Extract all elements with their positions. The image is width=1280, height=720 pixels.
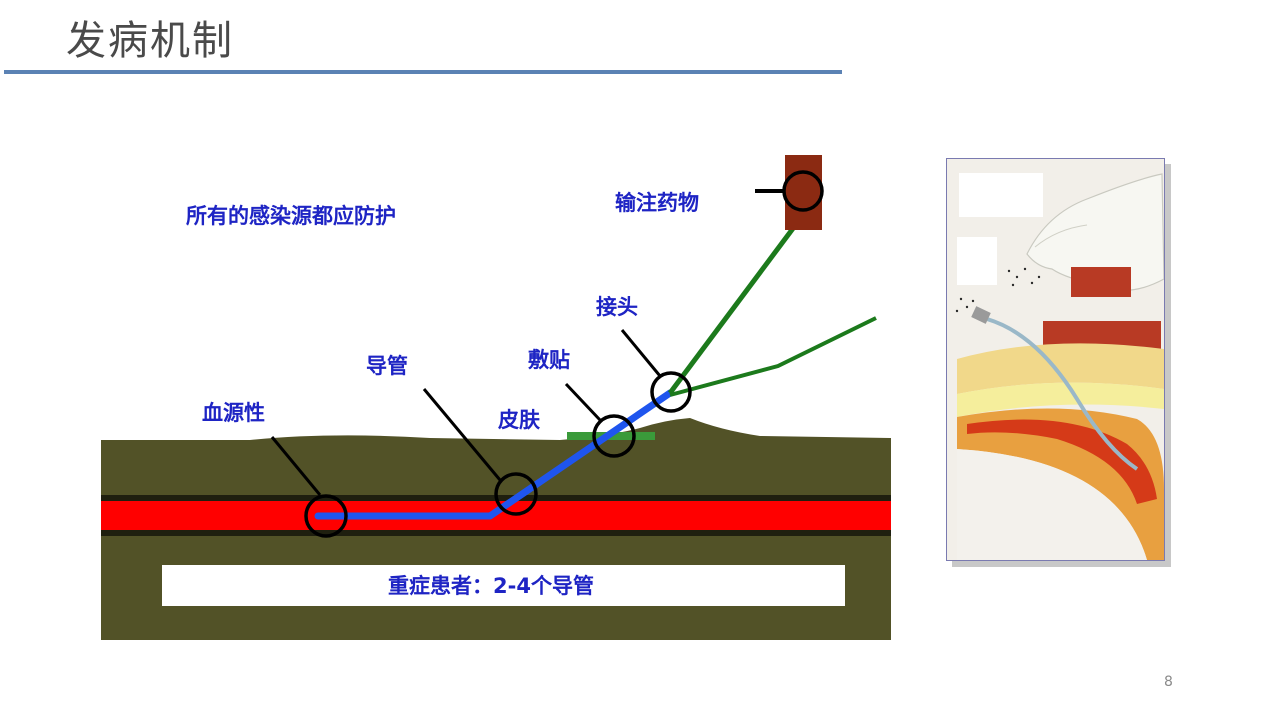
catheter-illustration-art [947, 159, 1164, 560]
connector-label: 接头 [596, 295, 638, 319]
connector-circle [650, 371, 692, 413]
catheter-label: 导管 [366, 354, 408, 378]
bloodstream-circle [304, 494, 348, 538]
patients-label: 重症患者：2-4个导管 [388, 574, 594, 598]
slide-title: 发病机制 [66, 18, 234, 64]
title-rule [4, 70, 842, 74]
secondary-tubing [669, 316, 877, 397]
dressing-circle [592, 414, 636, 458]
dressing-label: 敷贴 [528, 348, 570, 372]
drug-bag [785, 155, 822, 230]
bloodstream-label: 血源性 [202, 401, 265, 425]
protect-label-bg [168, 160, 538, 325]
infusion-tubing [667, 213, 806, 395]
protect-all-label: 所有的感染源都应防护 [186, 204, 396, 228]
catheter-line [314, 389, 674, 520]
catheter-circle [494, 472, 538, 516]
catheter-illustration [946, 158, 1165, 561]
connector-pointer [620, 329, 662, 377]
bloodstream-pointer [270, 436, 322, 496]
catheter-pointer [422, 388, 502, 481]
page-number: 8 [1164, 674, 1173, 690]
infusion-label: 输注药物 [615, 191, 699, 215]
dressing-pointer [564, 382, 602, 422]
drug-bag-circle [782, 170, 824, 212]
skin-label: 皮肤 [498, 408, 541, 432]
vessel-wall-bottom [101, 530, 891, 536]
patients-box [162, 565, 845, 606]
